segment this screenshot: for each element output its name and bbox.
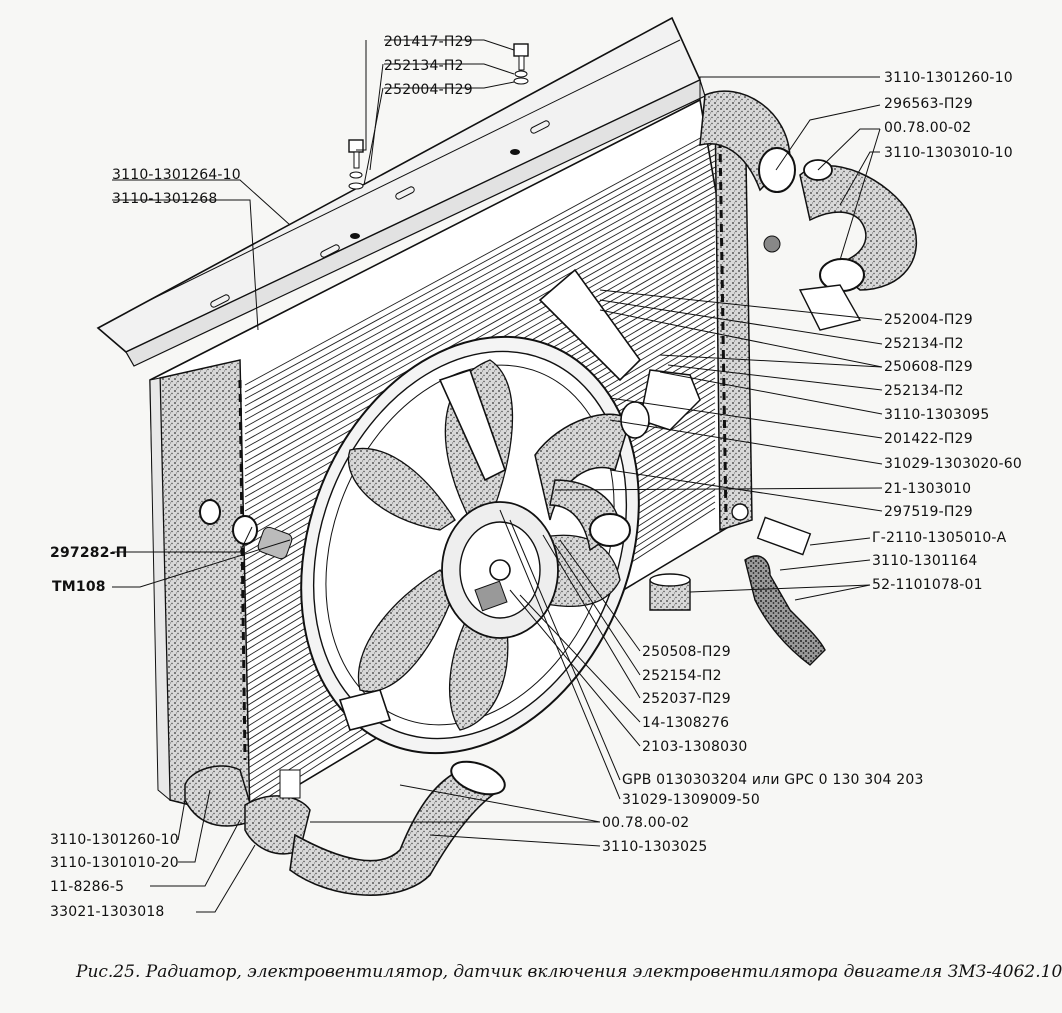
callout-clamp-lower: 00.78.00-02 xyxy=(602,815,690,831)
lower-hoses xyxy=(184,760,506,896)
callout-sensor-seal: 297282-П xyxy=(50,545,128,561)
callout-right-2: 252134-П2 xyxy=(884,336,964,352)
callout-bottom-2: 252154-П2 xyxy=(642,668,722,684)
callout-washer-flat: 252004-П29 xyxy=(384,82,473,98)
fan-brackets xyxy=(338,268,642,731)
callout-bolt: 201417-П29 xyxy=(384,34,473,50)
leader-lines xyxy=(112,39,883,913)
callout-washer-spring: 252134-П2 xyxy=(384,58,464,74)
callout-right-1: 252004-П29 xyxy=(884,312,973,328)
callout-lower-hose: 3110-1303025 xyxy=(602,839,708,855)
callout-right-7: 31029-1303020-60 xyxy=(884,456,1023,472)
callout-bottom-4: 14-1308276 xyxy=(642,715,730,731)
callout-tube: 11-8286-5 xyxy=(50,879,125,895)
fan-motor xyxy=(441,501,559,639)
callout-right-3: 250608-П29 xyxy=(884,359,973,375)
callout-right-9: 297519-П29 xyxy=(884,504,973,520)
callout-right-10: Г-2110-1305010-А xyxy=(872,530,1007,546)
callout-fan-motor: GPB 0130303204 или GPC 0 130 304 203 xyxy=(622,772,924,788)
callout-lower-pad: 3110-1301260-10 xyxy=(50,832,179,848)
callout-right-4: 252134-П2 xyxy=(884,383,964,399)
callout-bottom-1: 250508-П29 xyxy=(642,644,731,660)
callout-bottom-3: 252037-П29 xyxy=(642,691,731,707)
right-fittings xyxy=(649,503,826,666)
callout-upper-pad: 3110-1301260-10 xyxy=(884,70,1013,86)
callout-right-11: 3110-1301164 xyxy=(872,553,978,569)
callout-upper-hose: 3110-1303010-10 xyxy=(884,145,1013,161)
left-tank xyxy=(149,359,293,821)
callout-bottom-5: 2103-1308030 xyxy=(642,739,748,755)
callout-plug: 296563-П29 xyxy=(884,96,973,112)
callout-right-6: 201422-П29 xyxy=(884,431,973,447)
callout-sensor: ТМ108 xyxy=(52,579,106,595)
callout-right-5: 3110-1303095 xyxy=(884,407,990,423)
callout-right-12: 52-1101078-01 xyxy=(872,577,983,593)
callout-drain-hose: 33021-1303018 xyxy=(50,904,165,920)
middle-hoses xyxy=(534,369,701,552)
top-shroud xyxy=(96,16,706,367)
figure-caption: Рис.25. Радиатор, электровентилятор, дат… xyxy=(76,962,1062,982)
bolt-stack-top xyxy=(348,43,529,190)
callout-clamp-upper: 00.78.00-02 xyxy=(884,120,972,136)
callout-seal: 3110-1301268 xyxy=(112,191,218,207)
callout-radiator: 3110-1301010-20 xyxy=(50,855,179,871)
callout-shroud: 3110-1301264-10 xyxy=(112,167,241,183)
callout-fan: 31029-1309009-50 xyxy=(622,792,761,808)
upper-hoses xyxy=(699,90,917,331)
callout-right-8: 21-1303010 xyxy=(884,481,972,497)
